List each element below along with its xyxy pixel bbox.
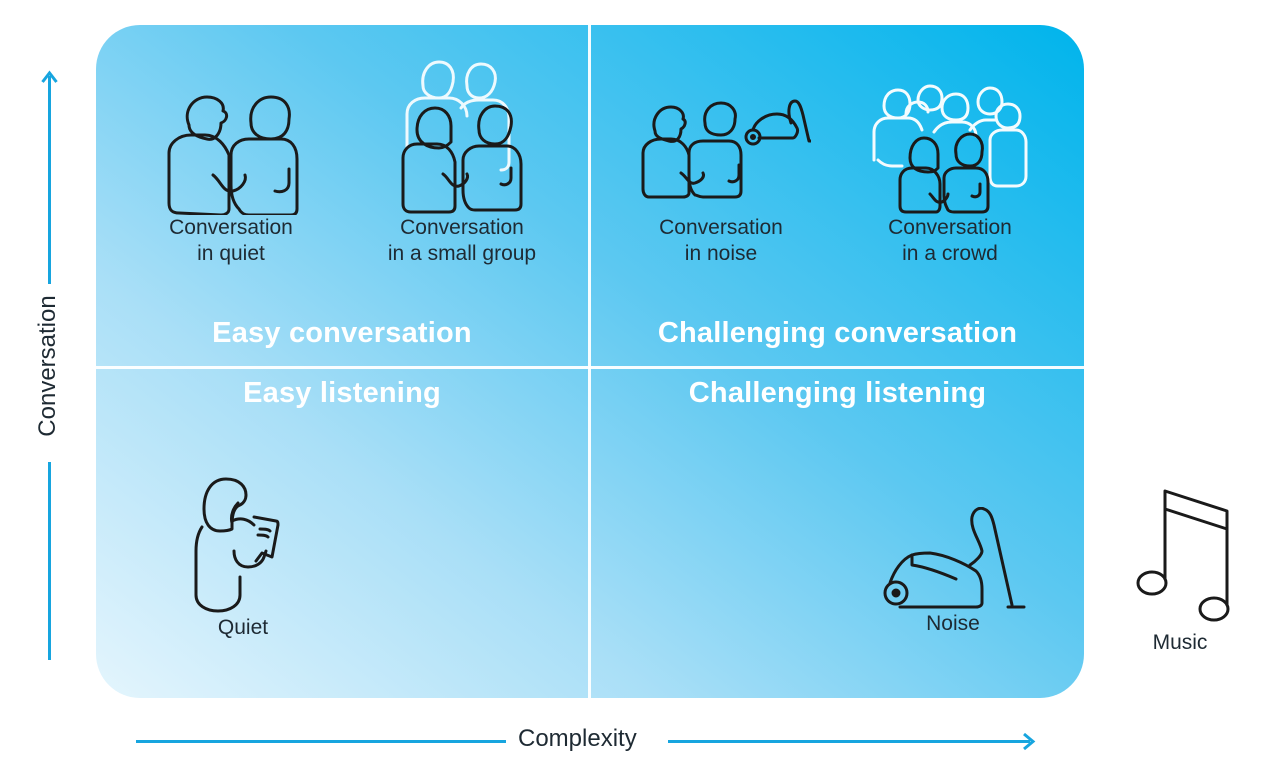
item-conversation-in-a-crowd: Conversation in a crowd (870, 80, 1030, 267)
small-group-icon (401, 60, 523, 214)
vacuum-cleaner-icon (883, 507, 1026, 609)
item-label: Noise (926, 612, 980, 635)
item-conversation-in-quiet: Conversation in quiet (156, 85, 306, 267)
quadrant-title-easy-listening: Easy listening (243, 377, 441, 409)
item-quiet: Quiet (188, 475, 298, 641)
item-conversation-in-small-group: Conversation in a small group (374, 58, 550, 267)
item-label-line1: Conversation (169, 216, 293, 239)
vertical-axis-line-top (48, 76, 51, 284)
item-label-line2: in noise (684, 242, 758, 265)
people-with-vacuum-icon (641, 99, 811, 199)
horizontal-axis-label: Complexity (518, 725, 637, 752)
quadrant-panel: Conversation in quiet Conversation in a … (96, 25, 1084, 698)
item-label-line2: in quiet (197, 242, 265, 265)
item-music: Music (1120, 485, 1240, 656)
arrow-right-icon (1023, 732, 1036, 751)
vertical-divider (588, 25, 591, 698)
arrow-up-icon (41, 70, 58, 83)
item-label: Quiet (217, 616, 269, 639)
item-label-line1: Conversation (888, 216, 1012, 239)
vertical-axis-label: Conversation (34, 295, 61, 437)
crowd-icon (872, 84, 1028, 214)
horizontal-axis-line-right (668, 740, 1030, 743)
music-note-icon (1136, 489, 1230, 622)
quadrant-title-challenging-listening: Challenging listening (688, 377, 987, 409)
item-label-line1: Conversation (659, 216, 783, 239)
horizontal-axis-line-left (136, 740, 506, 743)
item-label-line2: in a crowd (902, 242, 998, 265)
two-people-talking-icon (167, 95, 299, 215)
item-label: Music (1152, 631, 1208, 654)
item-noise: Noise (878, 507, 1028, 637)
quadrant-title-challenging-conversation: Challenging conversation (657, 317, 1018, 349)
vertical-axis (41, 70, 58, 660)
quadrant-title-easy-conversation: Easy conversation (212, 317, 472, 349)
person-reading-icon (194, 477, 280, 613)
item-conversation-in-noise: Conversation in noise (641, 85, 811, 267)
item-label-line2: in a small group (387, 242, 537, 265)
item-label-line1: Conversation (400, 216, 524, 239)
vertical-axis-line-bottom (48, 462, 51, 660)
horizontal-divider (96, 366, 1084, 369)
